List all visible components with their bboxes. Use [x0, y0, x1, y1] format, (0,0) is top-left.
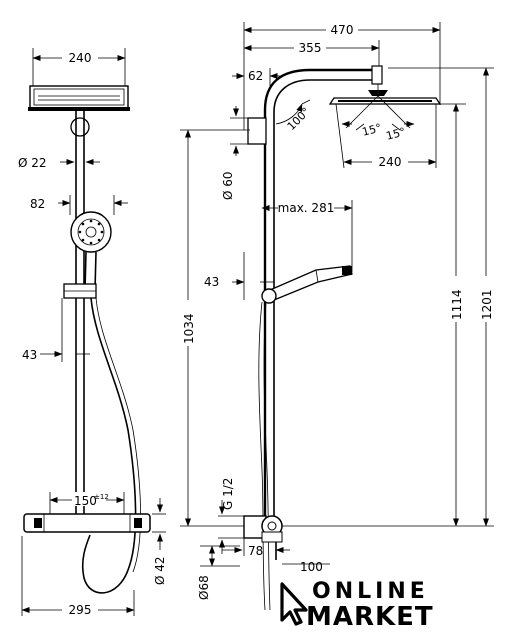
- front-view: 240 Ø 22 82: [18, 48, 167, 617]
- dim-reach-arm: 355: [299, 41, 322, 55]
- dim-pipe-diameter: Ø 22: [18, 156, 47, 170]
- hand-shower-side: [261, 265, 353, 304]
- dim-thermostat-width: 150: [74, 494, 97, 508]
- dim-outlet-height: Ø 42: [153, 556, 167, 585]
- dim-tilt-left: 15°: [361, 121, 383, 139]
- overhead-head-side: [328, 84, 442, 169]
- thermostat-side: [243, 515, 283, 560]
- dim-thermostat-tolerance: ±12: [94, 493, 109, 501]
- dim-connection-cut: 100: [300, 560, 323, 574]
- head-nozzles: [38, 95, 120, 101]
- dim-connection-offset: 78: [248, 544, 263, 558]
- dim-bend-angle: 100°: [285, 105, 313, 133]
- dim-holder-offset: 43: [22, 348, 37, 362]
- dim-overall-width: 295: [69, 603, 92, 617]
- dim-wall-offset: 62: [248, 69, 263, 83]
- dim-height-1114: 1114: [450, 289, 464, 320]
- dim-connection: G 1/2: [221, 478, 235, 510]
- hand-shower-nozzles: [78, 219, 104, 245]
- dim-slide-range: max. 281: [278, 201, 335, 215]
- dim-height-1201: 1201: [480, 289, 494, 320]
- dim-hand-shower-width: 82: [30, 197, 45, 211]
- dim-head-width: 240: [379, 155, 402, 169]
- dim-front-width-top: 240: [69, 51, 92, 65]
- dim-height-1034: 1034: [182, 313, 196, 344]
- dim-reach-total: 470: [331, 23, 354, 37]
- dim-bracket-height: Ø 60: [221, 171, 235, 200]
- dim-connection-diameter: Ø68: [197, 575, 211, 600]
- logo-line-online: ONLINE: [312, 579, 429, 604]
- dim-tilt-right: 15°: [385, 125, 407, 143]
- side-view: 470 355 62 100° Ø 60: [180, 22, 494, 611]
- onlinemarket-logo: ONLINE MARKET: [272, 572, 517, 640]
- dim-holder-depth: 43: [204, 275, 219, 289]
- cursor-icon: [280, 582, 308, 626]
- logo-line-market: MARKET: [306, 602, 434, 632]
